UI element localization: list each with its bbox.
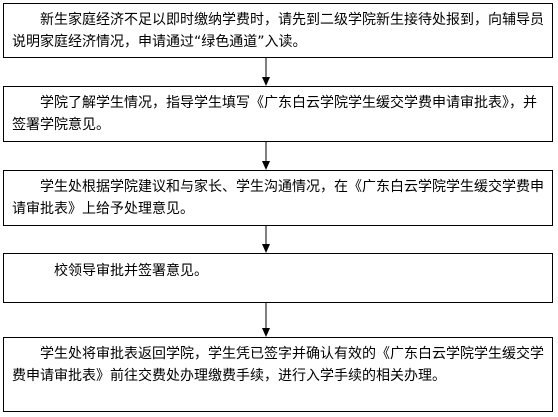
step-5-text: 学生处将审批表返回学院，学生凭已签字并确认有效的《广东白云学院学生缓交学费申请审… (12, 346, 544, 384)
arrow-4-to-5 (262, 303, 270, 337)
step-2-text: 学院了解学生情况，指导学生填写《广东白云学院学生缓交学费申请审批表》，并签署学院… (12, 95, 537, 133)
arrow-3-to-4 (262, 226, 270, 253)
step-1-text: 新生家庭经济不足以即时缴纳学费时，请先到二级学院新生接待处报到，向辅导员说明家庭… (12, 12, 544, 50)
step-3-text: 学生处根据学院建议和与家长、学生沟通情况，在《广东白云学院学生缓交学费申请审批表… (12, 179, 544, 217)
step-3-box: 学生处根据学院建议和与家长、学生沟通情况，在《广东白云学院学生缓交学费申请审批表… (3, 170, 553, 226)
arrow-2-to-3 (262, 142, 270, 170)
step-4-text: 校领导审批并签署意见。 (54, 263, 208, 279)
step-2-box: 学院了解学生情况，指导学生填写《广东白云学院学生缓交学费申请审批表》，并签署学院… (3, 86, 553, 142)
step-5-box: 学生处将审批表返回学院，学生凭已签字并确认有效的《广东白云学院学生缓交学费申请审… (3, 337, 553, 412)
arrow-1-to-2 (262, 58, 270, 86)
step-1-box: 新生家庭经济不足以即时缴纳学费时，请先到二级学院新生接待处报到，向辅导员说明家庭… (3, 3, 553, 58)
step-4-box: 校领导审批并签署意见。 (3, 253, 553, 303)
